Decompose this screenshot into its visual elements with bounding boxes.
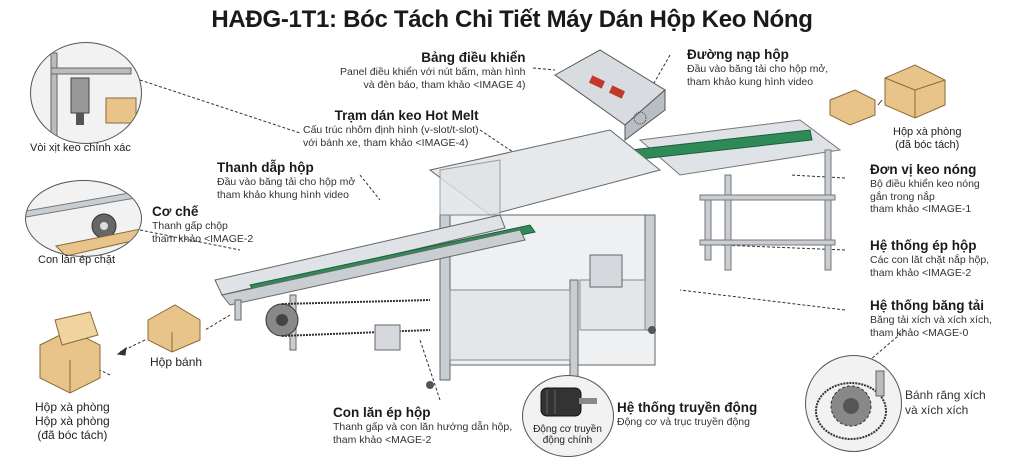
label-control-panel: Bảng điều khiển Panel điều khiển với nút… [340,50,526,91]
roller-inset [25,180,142,257]
sprocket-inset [805,355,902,452]
label-conveyor-system: Hệ thống băng tải Băng tải xích và xích … [870,298,992,339]
label-box-press-bar: Thanh dẫp hộp Đầu vào băng tải cho hộp m… [217,160,356,201]
roller-caption: Con lăn ép chặt [38,254,116,266]
label-feed-line: Đường nạp hộp Đầu vào băng tải cho hộp m… [687,47,829,88]
label-glue-station: Trạm dán keo Hot Melt Cấu trúc nhôm định… [303,108,479,149]
nozzle-icon [50,52,137,143]
feed-table [629,119,842,271]
motor-icon [540,387,597,417]
label-press-roller: Con lăn ép hộp Thanh gấp và con lăn hướn… [333,405,513,446]
soap-box-right-caption: Hộp xà phòng (đã bóc tách) [893,126,962,151]
nozzle-inset [30,42,142,144]
leader-lines [89,54,906,401]
nozzle-caption: Vòi xịt keo chính xác [30,142,131,154]
drive-chain [265,299,656,389]
label-press-system: Hệ thống ép hộp Các con lăt chặt nắp hộp… [870,238,990,279]
soap-box-left-caption: Hộp xà phòng Hộp xà phòng (đã bóc tách) [35,400,110,442]
flow-arrows [116,99,883,356]
roller-icon [26,190,141,256]
sprocket-icon [815,370,887,440]
sprocket-caption: Bánh răng xích và xích xích [905,388,986,417]
cake-box-caption: Hộp bánh [150,355,203,369]
main-frame [428,129,662,381]
label-mechanism: Cơ chế Thanh gấp chộp tham khảo <IMAGE-2 [152,204,254,245]
label-drive-system: Hệ thống truyền động Động cơ và trục tru… [617,400,758,428]
cardboard-boxes [39,64,946,394]
left-conveyor [214,214,536,351]
motor-caption: Động cơ truyền động chính [533,424,602,446]
motor-inset [522,375,614,457]
label-hot-unit: Đơn vị keo nóng Bộ điều khiển keo nóng g… [870,162,980,215]
page-title: HAĐG-1T1: Bóc Tách Chi Tiết Máy Dán Hộp … [211,6,813,33]
control-panel [554,49,666,141]
